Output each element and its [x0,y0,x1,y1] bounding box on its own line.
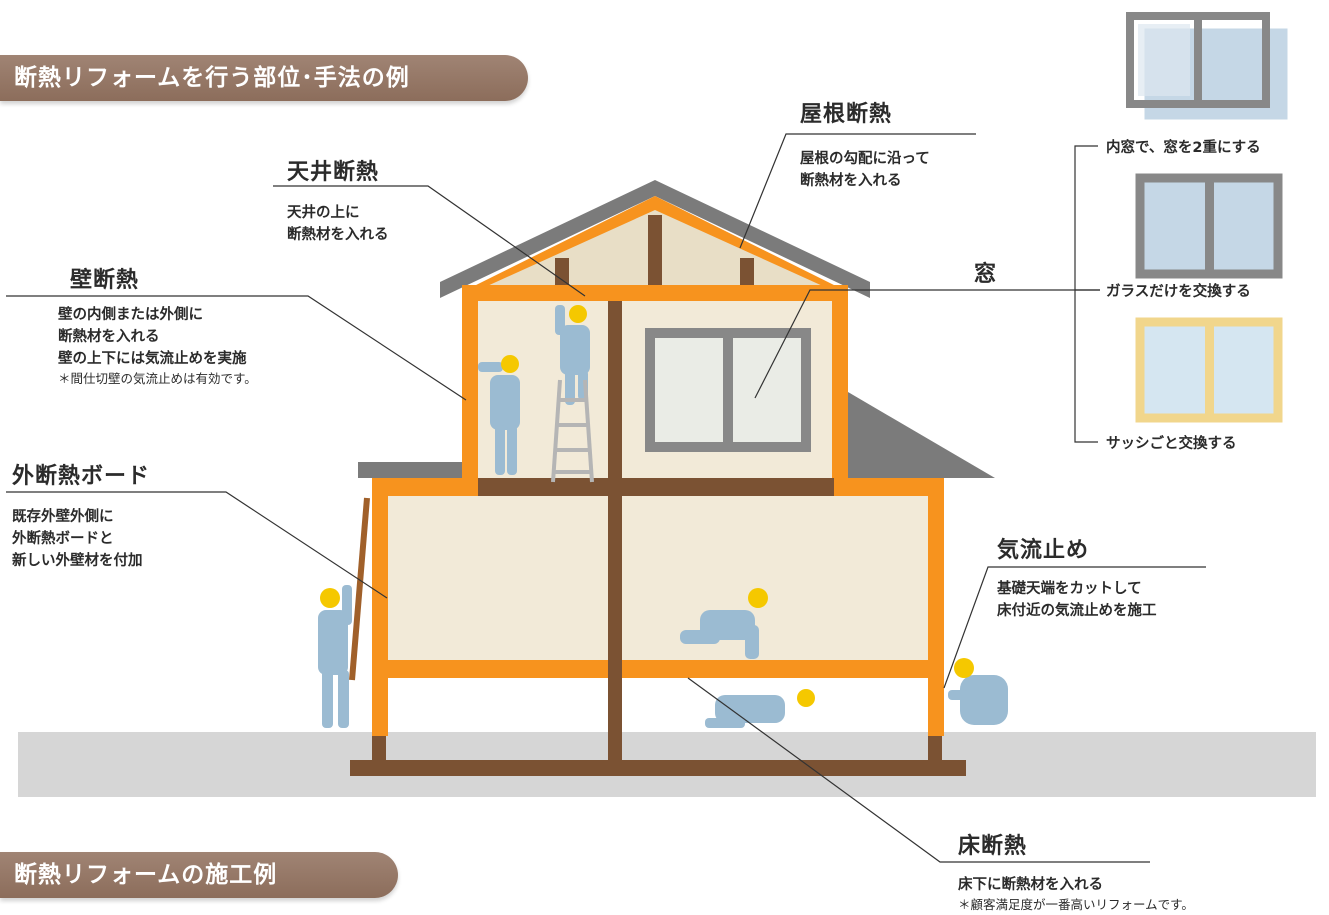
ladder [551,379,594,483]
wall-insulation-desc-1: 壁の内側または外側に [58,307,203,323]
ceiling-insulation-desc-2: 断熱材を入れる [287,227,389,243]
sash-swap-icon [1135,317,1283,423]
label-wall-insulation: 壁断熱 [70,262,139,294]
window-option-glass-swap: ガラスだけを交換する [1106,284,1251,300]
worker-airflow-stop [948,658,1008,725]
side-roof [848,392,995,478]
wall-insulation-desc-2: 断熱材を入れる [58,329,160,345]
airflow-stop-desc-1: 基礎天端をカットして [997,581,1142,597]
exterior-board-title: 外断熱ボード [12,464,151,489]
left-eave [358,462,463,478]
glass-swap-icon [1135,173,1283,279]
floor-insulation-note: ＊顧客満足度が一番高いリフォームです。 [958,897,1194,912]
label-airflow-stop: 気流止め 基礎天端をカットして 床付近の気流止めを施工 [997,532,1157,622]
exterior-board-desc-3: 新しい外壁材を付加 [12,553,143,569]
worker-floor-crawling [680,588,768,659]
ceiling-insulation-desc-1: 天井の上に [287,205,360,221]
window-option-sash-swap: サッシごと交換する [1106,436,1237,452]
floor-insulation-desc-1: 床下に断熱材を入れる [958,877,1103,893]
exterior-board-desc-2: 外断熱ボードと [12,531,114,547]
window-option-inner-window: 内窓で、窓を2重にする [1106,140,1261,156]
label-window: 窓 [974,256,997,288]
section-banner-main: 断熱リフォームを行う部位･手法の例 [0,55,528,101]
foundation [350,760,966,776]
airflow-stop-desc-2: 床付近の気流止めを施工 [997,603,1157,619]
wall-insulation-desc-3: 壁の上下には気流止めを実施 [58,351,247,367]
worker-wall [478,355,520,475]
roof-insulation-desc-2: 断熱材を入れる [800,173,902,189]
roof-insulation-desc-1: 屋根の勾配に沿って [800,151,930,167]
label-ceiling-insulation: 天井断熱 天井の上に 断熱材を入れる [287,154,389,246]
wall-insulation-title: 壁断熱 [70,268,140,293]
window-title: 窓 [974,262,998,287]
wall-insulation-note: ＊間仕切壁の気流止めは有効です。 [58,371,257,386]
exterior-board-desc-1: 既存外壁外側に [12,509,114,525]
label-wall-insulation-body: 壁の内側または外側に 断熱材を入れる 壁の上下には気流止めを実施 ＊間仕切壁の気… [58,304,257,388]
ceiling-insulation [462,285,848,301]
roof-insulation-title: 屋根断熱 [800,102,893,127]
worker-ceiling [555,305,590,405]
worker-exterior-board [318,497,370,728]
worker-underfloor [705,689,815,728]
label-floor-insulation: 床断熱 床下に断熱材を入れる ＊顧客満足度が一番高いリフォームです。 [958,828,1194,914]
airflow-stop-title: 気流止め [997,538,1090,563]
ceiling-insulation-title: 天井断熱 [287,160,380,185]
floor-insulation [372,660,944,678]
floor-insulation-title: 床断熱 [958,834,1028,859]
label-exterior-board: 外断熱ボード 既存外壁外側に 外断熱ボードと 新しい外壁材を付加 [12,458,150,572]
label-roof-insulation: 屋根断熱 屋根の勾配に沿って 断熱材を入れる [800,96,930,192]
leader-lines [6,133,1206,863]
section-banner-examples: 断熱リフォームの施工例 [0,852,398,898]
inner-window-icon [1126,12,1288,120]
